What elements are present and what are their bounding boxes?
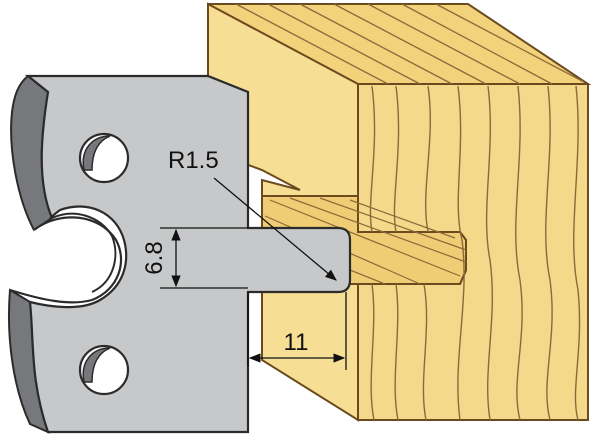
mounting-hole-lower [78, 344, 130, 396]
radius-dimension-label: R1.5 [168, 147, 219, 174]
dimension-width [247, 292, 347, 370]
blade-concave-inner [51, 212, 117, 293]
dimension-height [160, 227, 248, 289]
wood-top-grain [235, 3, 585, 85]
blade-concave-cut [9, 216, 123, 304]
knife-blade [7, 74, 352, 434]
dimension-radius [213, 177, 337, 281]
wood-side-face-lower [261, 283, 359, 422]
width-dimension-label: 11 [284, 329, 309, 356]
wood-block [207, 2, 592, 422]
wood-front-grain [369, 85, 581, 421]
height-dimension-label: 6.8 [141, 241, 168, 274]
mounting-hole-upper [78, 132, 130, 184]
